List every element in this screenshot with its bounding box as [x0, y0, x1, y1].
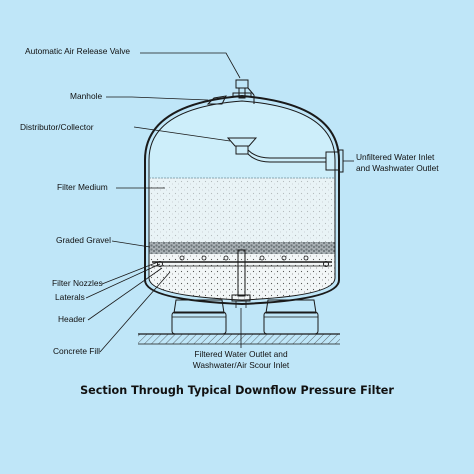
air-release-valve	[232, 79, 255, 104]
label-concrete-fill: Concrete Fill	[53, 346, 100, 356]
label-header: Header	[58, 314, 86, 324]
laterals	[152, 255, 332, 267]
label-outlet-line2: Washwater/Air Scour Inlet	[193, 360, 290, 370]
label-distributor-collector: Distributor/Collector	[20, 122, 94, 132]
label-graded-gravel: Graded Gravel	[56, 235, 111, 245]
filter-vessel	[144, 94, 340, 306]
label-inlet-line2: and Washwater Outlet	[356, 163, 439, 173]
graded-gravel	[149, 242, 335, 254]
label-laterals: Laterals	[55, 292, 85, 302]
label-filter-medium: Filter Medium	[57, 182, 108, 192]
label-manhole: Manhole	[70, 91, 102, 101]
distributor-collector	[226, 137, 326, 163]
label-air-release-valve: Automatic Air Release Valve	[25, 46, 130, 56]
support-legs	[171, 299, 319, 335]
diagram-title: Section Through Typical Downflow Pressur…	[80, 384, 394, 397]
leader-lines	[85, 52, 354, 353]
label-outlet-line1: Filtered Water Outlet and	[194, 349, 288, 359]
concrete-fill	[138, 333, 340, 345]
label-filter-nozzles: Filter Nozzles	[52, 278, 103, 288]
manhole	[206, 95, 227, 105]
header-pipe	[231, 249, 251, 308]
label-inlet-line1: Unfiltered Water Inlet	[356, 152, 435, 162]
